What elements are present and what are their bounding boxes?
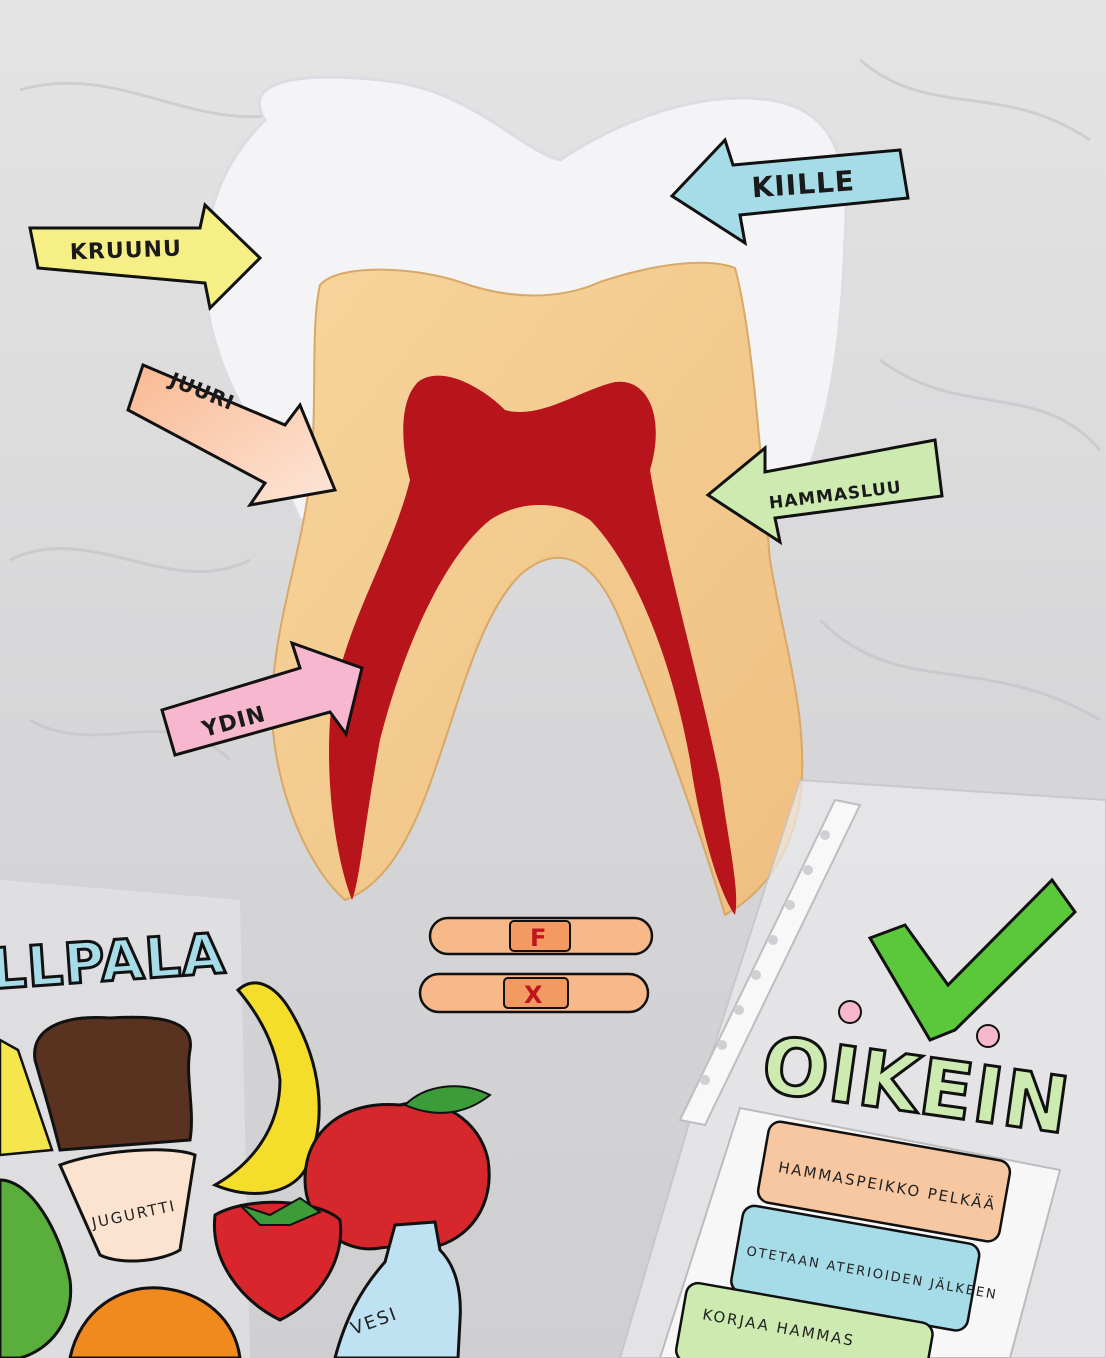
plaster-top-letter: F (530, 924, 547, 952)
plaster-top[interactable]: F (430, 918, 652, 954)
plaster-bottom[interactable]: X (420, 974, 648, 1012)
plaster-bottom-letter: X (524, 981, 544, 1009)
label-kruunu-text: KRUUNU (69, 236, 182, 265)
title-dot-right (977, 1025, 999, 1047)
title-dot-left (839, 1001, 861, 1023)
bread-icon (35, 1017, 192, 1150)
